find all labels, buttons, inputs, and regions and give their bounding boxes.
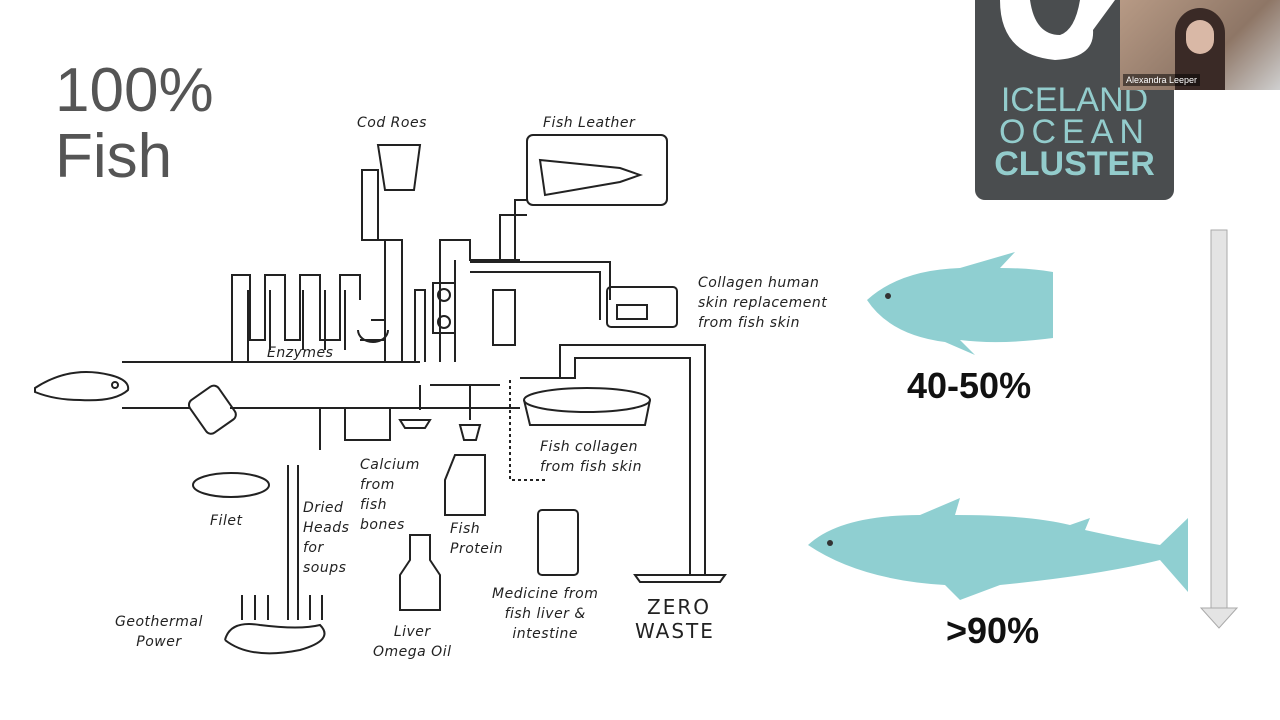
label-line: Power <box>136 634 182 650</box>
label-fish-collagen: Fish collagen from fish skin <box>540 437 642 477</box>
roller <box>432 282 456 334</box>
label-line: Calcium <box>360 457 420 473</box>
logo-line: CLUSTER <box>994 145 1155 183</box>
label-line: from <box>360 477 395 493</box>
geothermal-pool <box>224 623 326 655</box>
label-line: Fish collagen <box>540 439 639 455</box>
label-line: Omega Oil <box>373 644 452 660</box>
title-line-1: 100% <box>55 56 214 125</box>
label-geothermal: Geothermal Power <box>115 612 203 652</box>
label-line: ZERO <box>647 595 711 619</box>
filet-icon <box>192 472 270 498</box>
enzymes-pipe <box>231 274 361 362</box>
label-fish-protein: Fish Protein <box>450 519 503 559</box>
label-enzymes: Enzymes <box>267 345 334 361</box>
main-pipe <box>122 361 520 409</box>
label-line: WASTE <box>635 619 715 643</box>
cod-roes-pipe <box>361 169 403 362</box>
geothermal-pipe <box>287 465 299 620</box>
whole-fish-icon <box>34 371 130 402</box>
zero-waste-pipe <box>520 344 706 575</box>
label-line: skin replacement <box>698 295 828 311</box>
label-line: from fish skin <box>698 315 800 331</box>
label-calcium: Calcium from fish bones <box>360 455 420 535</box>
label-cod-roes: Cod Roes <box>357 115 427 131</box>
label-line: for <box>303 540 324 556</box>
label-line: fish <box>360 497 387 513</box>
logo-line: OCEAN <box>999 113 1150 151</box>
label-line: from fish skin <box>540 459 642 475</box>
label-line: Fish <box>450 521 481 537</box>
label-line: fish liver & <box>504 606 586 622</box>
down-arrow-icon <box>1210 229 1228 611</box>
zero-waste-tray <box>633 574 727 583</box>
label-line: Dried <box>303 500 344 516</box>
label-filet: Filet <box>210 513 243 529</box>
label-line: Geothermal <box>115 614 203 630</box>
label-medicine: Medicine from fish liver & intestine <box>492 584 598 644</box>
medicine-jar <box>537 509 579 576</box>
whole-fish-teal-icon <box>808 498 1188 600</box>
conveyor <box>187 384 237 435</box>
label-line: intestine <box>512 626 578 642</box>
label-line: bones <box>360 517 405 533</box>
oil-bottle <box>399 534 441 611</box>
slide-title: 100% Fish <box>55 58 214 190</box>
label-zero-waste: ZERO WASTE <box>635 595 715 643</box>
label-line: soups <box>303 560 347 576</box>
stat-partial-use: 40-50% <box>907 365 1032 406</box>
label-line: Collagen human <box>698 275 820 291</box>
label-line: Medicine from <box>492 586 599 602</box>
participant-name: Alexandra Leeper <box>1123 74 1201 86</box>
label-fish-leather: Fish Leather <box>543 115 636 131</box>
leather-box <box>526 134 668 206</box>
press <box>492 289 516 346</box>
cod-roes-cup <box>376 144 422 191</box>
label-liver-oil: Liver Omega Oil <box>373 622 452 662</box>
label-line: Heads <box>303 520 350 536</box>
half-fish-icon <box>867 252 1053 355</box>
label-dried-heads: Dried Heads for soups <box>303 498 349 578</box>
fish-leather-icon <box>538 158 644 197</box>
stat-full-use: >90% <box>946 610 1040 651</box>
participant-video-tile[interactable]: Alexandra Leeper <box>1120 0 1280 90</box>
protein-bottle <box>444 454 486 516</box>
title-line-2: Fish <box>55 122 173 191</box>
label-line: Liver <box>393 624 431 640</box>
label-line: Protein <box>450 541 504 557</box>
label-collagen-human: Collagen human skin replacement from fis… <box>698 273 827 333</box>
